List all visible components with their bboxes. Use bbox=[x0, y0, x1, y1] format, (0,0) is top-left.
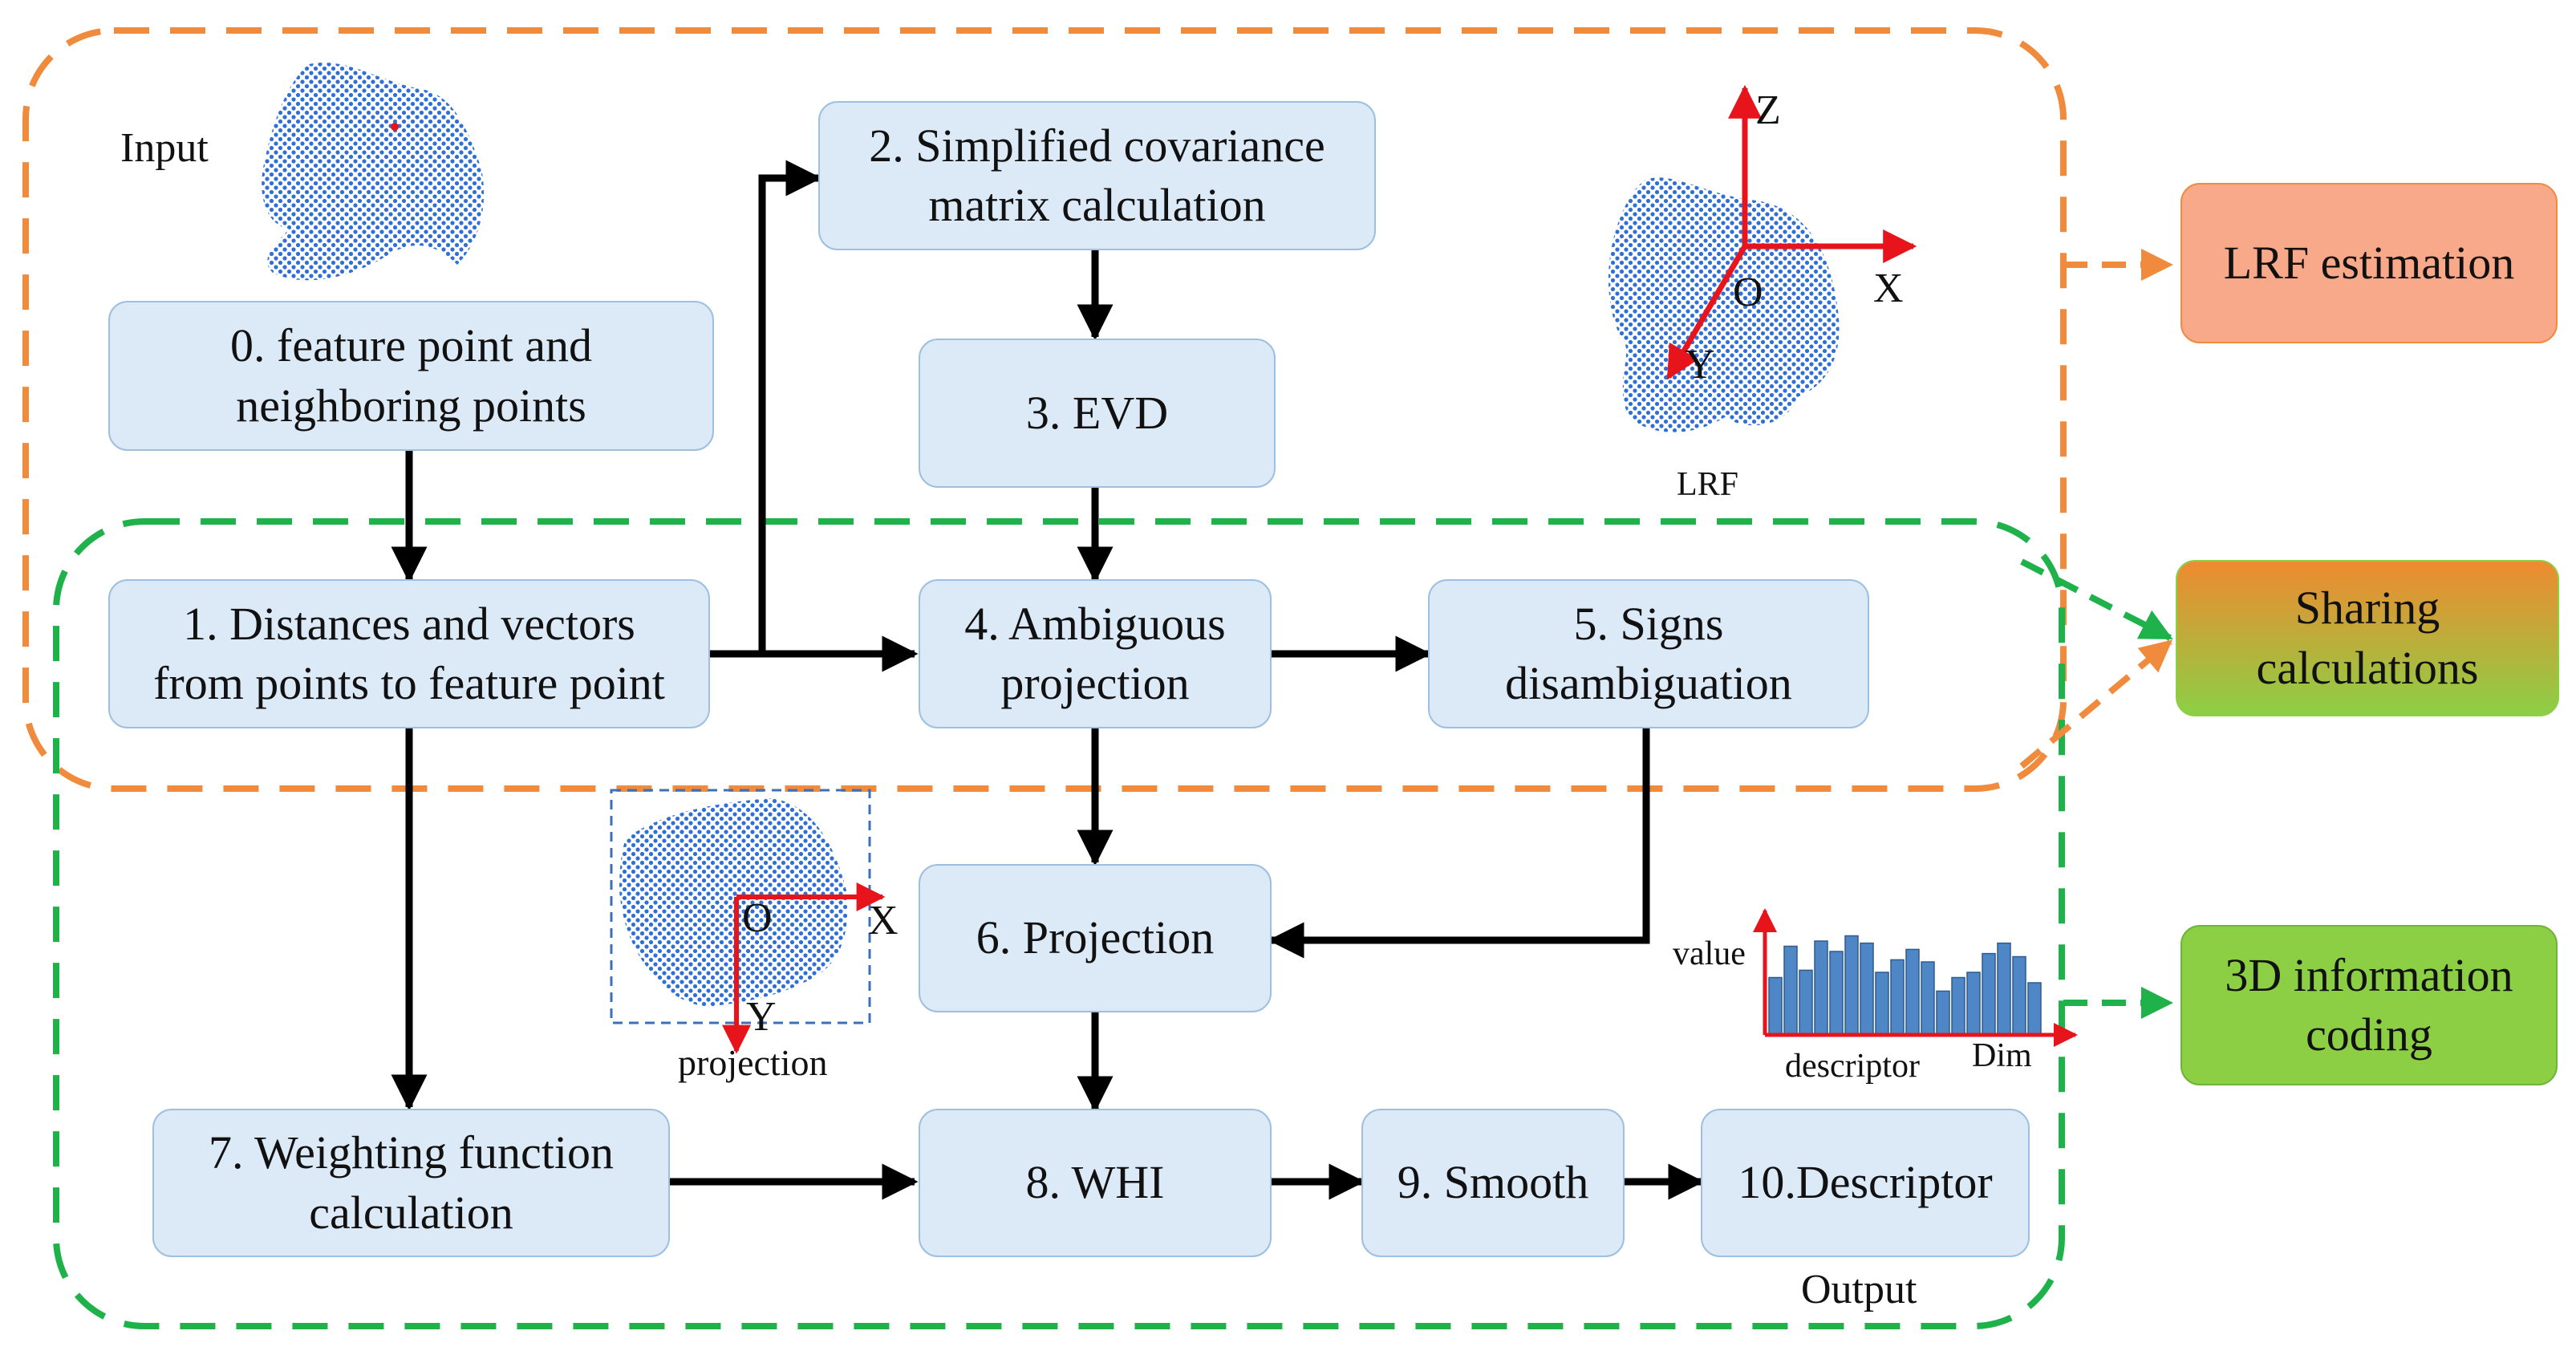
histogram-descriptor-label: descriptor bbox=[1785, 1048, 1920, 1085]
histogram-bar bbox=[1890, 959, 1905, 1036]
lrf-estimation-box: LRF estimation bbox=[2180, 183, 2558, 343]
sharing-calculations-box: Sharing calculations bbox=[2176, 560, 2559, 716]
histogram-bar bbox=[1997, 942, 2011, 1036]
step-3-box: 3. EVD bbox=[919, 339, 1276, 488]
histogram-bar bbox=[1768, 976, 1783, 1036]
histogram-bar bbox=[1814, 940, 1828, 1036]
histogram-bar bbox=[1783, 945, 1798, 1036]
step-5-box: 5. Signs disambiguation bbox=[1428, 579, 1869, 728]
lrf-point-cloud-icon bbox=[1608, 177, 1840, 432]
axis-x-label: X bbox=[1873, 266, 1904, 311]
lrf-label: LRF bbox=[1677, 466, 1739, 503]
histogram-bar bbox=[1982, 952, 1996, 1036]
step-4-box: 4. Ambiguous projection bbox=[919, 579, 1272, 728]
histogram-bar bbox=[1875, 972, 1889, 1036]
step-9-box: 9. Smooth bbox=[1361, 1109, 1625, 1257]
histogram-bar bbox=[1966, 972, 1981, 1036]
axis-z-label: Z bbox=[1755, 87, 1781, 133]
projection-origin-label: O bbox=[742, 895, 773, 941]
input-label: Input bbox=[120, 125, 209, 171]
step-2-box: 2. Simplified covariance matrix calculat… bbox=[818, 101, 1376, 250]
sharing-group-outline bbox=[53, 518, 2065, 1329]
arrow-5-to-6 bbox=[1268, 728, 1650, 959]
projection-axes bbox=[722, 882, 886, 1054]
step-10-box: 10.Descriptor bbox=[1701, 1109, 2030, 1257]
histogram-bar bbox=[1936, 990, 1950, 1036]
projection-y-label: Y bbox=[746, 994, 777, 1040]
descriptor-histogram bbox=[1753, 908, 2078, 1047]
axis-y-label: Y bbox=[1685, 342, 1715, 387]
lrf-axes bbox=[1665, 84, 1917, 380]
projection-label: projection bbox=[678, 1042, 828, 1083]
histogram-bar bbox=[2012, 955, 2026, 1036]
origin-label: O bbox=[1733, 270, 1763, 315]
lrf-group-outline bbox=[22, 27, 2067, 792]
step-0-box: 0. feature point and neighboring points bbox=[108, 301, 714, 451]
step-6-box: 6. Projection bbox=[919, 864, 1272, 1012]
arrow-1-to-2 bbox=[758, 160, 822, 654]
histogram-bar bbox=[1829, 951, 1844, 1036]
histogram-bar bbox=[2027, 982, 2042, 1036]
histogram-bar bbox=[1844, 935, 1859, 1036]
step-1-box: 1. Distances and vectors from points to … bbox=[108, 579, 710, 728]
histogram-value-label: value bbox=[1673, 935, 1746, 972]
step-7-box: 7. Weighting function calculation bbox=[152, 1109, 670, 1257]
histogram-bar bbox=[1799, 969, 1813, 1036]
output-label: Output bbox=[1801, 1267, 1917, 1312]
projection-x-label: X bbox=[868, 898, 899, 943]
arrow-lrf-to-sharing bbox=[2019, 639, 2173, 769]
histogram-bar bbox=[1860, 942, 1874, 1036]
arrow-sharing-to-sharing bbox=[2020, 558, 2173, 641]
histogram-bar bbox=[1951, 976, 1965, 1036]
histogram-bar bbox=[1921, 961, 1935, 1036]
histogram-dim-label: Dim bbox=[1972, 1037, 2032, 1074]
coding-box: 3D information coding bbox=[2180, 925, 2558, 1085]
projection-point-cloud-icon bbox=[619, 798, 848, 1007]
histogram-bar bbox=[1905, 948, 1920, 1036]
input-point-cloud-icon bbox=[262, 62, 485, 281]
step-8-box: 8. WHI bbox=[919, 1109, 1272, 1257]
